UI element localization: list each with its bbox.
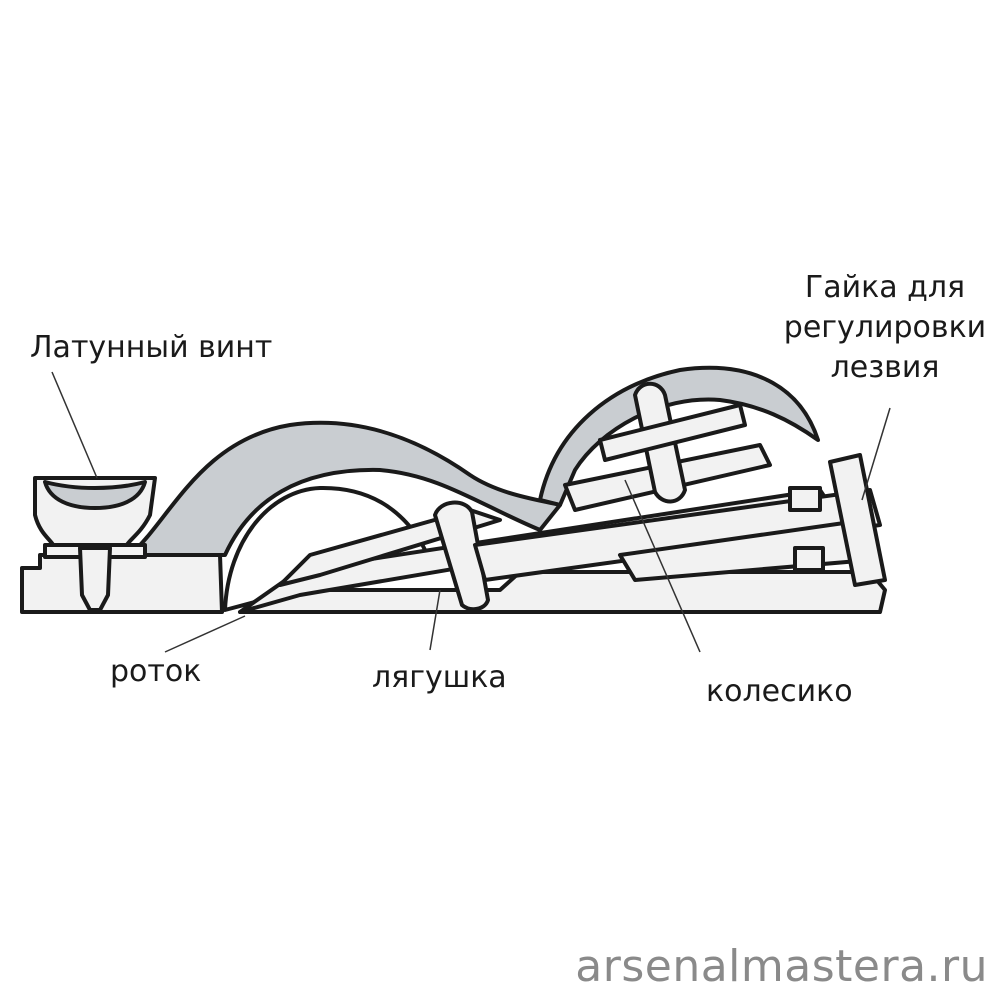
adjust-nut-tab-2 xyxy=(793,546,825,572)
label-adjust-nut: Гайка для регулировки лезвия xyxy=(770,268,1000,388)
adjust-nut-tab-1 xyxy=(788,486,822,512)
watermark: arsenalmastera.ru xyxy=(575,941,988,992)
plane-sole xyxy=(20,553,224,614)
label-mouth: роток xyxy=(110,654,202,689)
leader-adjust-nut xyxy=(861,407,891,501)
body-hump xyxy=(128,420,562,557)
label-adjust-nut-line2: регулировки xyxy=(783,310,987,345)
leader-frog xyxy=(429,589,441,651)
brass-screw-knob-top xyxy=(43,480,147,510)
label-wheel: колесико xyxy=(706,674,853,709)
leader-brass-screw xyxy=(51,371,98,479)
label-brass-screw: Латунный винт xyxy=(30,330,273,365)
label-adjust-nut-line1: Гайка для xyxy=(804,270,966,305)
adjust-nut-block xyxy=(828,453,887,587)
leader-wheel xyxy=(624,479,701,653)
label-frog: лягушка xyxy=(372,660,507,695)
label-adjust-nut-line3: лезвия xyxy=(830,350,940,385)
brass-screw-shank xyxy=(78,546,112,612)
frog-screw xyxy=(433,500,490,612)
leader-mouth xyxy=(164,615,246,653)
wheel-cross-horizontal xyxy=(598,403,747,462)
adjust-rail xyxy=(473,488,882,582)
